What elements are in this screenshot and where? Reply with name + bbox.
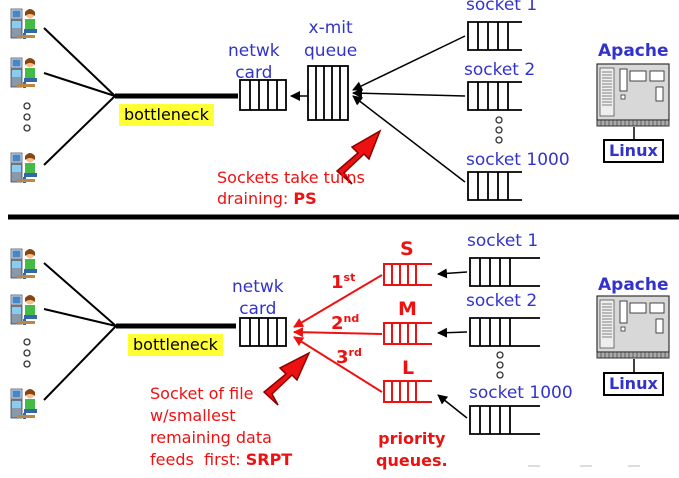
srpt-caption: Socket of file w/smallest remaining data… [150, 383, 292, 471]
priority-queue-m-icon [383, 322, 432, 345]
server-tower-icon [596, 63, 670, 127]
caption-text: feeds first: [150, 450, 246, 469]
bottleneck-label: bottleneck [119, 104, 214, 126]
user-links [43, 262, 117, 401]
xmit-label-line: x-mit [308, 18, 353, 38]
xmit-queue-label: x-mit queue [304, 17, 357, 63]
caption-text: draining: [217, 189, 294, 208]
socket-label: socket 1 [467, 231, 539, 251]
caption-line: draining: PS [217, 188, 365, 209]
order-label-1st: 1st [331, 272, 355, 292]
socket-queue-icon [469, 317, 540, 347]
arrow [352, 35, 466, 91]
linux-label: Linux [603, 372, 664, 396]
drain-arrow-icon [335, 129, 382, 185]
bottom-panel [10, 248, 670, 467]
linux-label: Linux [603, 139, 664, 163]
policy-name: PS [293, 189, 317, 208]
apache-label: Apache [598, 275, 669, 295]
card-label-line: card [235, 63, 273, 83]
vertical-ellipsis-icon [496, 351, 504, 379]
netwk-card-label: netwk card [232, 276, 284, 320]
socket-label: socket 2 [466, 291, 538, 311]
caption-line: feeds first: SRPT [150, 449, 292, 471]
apache-label: Apache [598, 41, 669, 61]
netwk-card-label: netwk card [228, 40, 280, 84]
queue-label-line: queue [304, 41, 358, 61]
feed-arrow-icon [262, 351, 311, 406]
caption-line: remaining data [150, 428, 272, 447]
caption-line: Socket of file [150, 384, 254, 403]
queue-letter-m: M [398, 298, 417, 320]
priority-label-line: queues. [376, 451, 448, 470]
netwk-label-line: netwk [232, 277, 284, 297]
user-computer-icon [10, 248, 38, 280]
order-number: 1 [331, 272, 344, 293]
socket-queue-icon [467, 171, 522, 201]
priority-arrow [293, 336, 383, 393]
order-suffix: st [343, 271, 356, 284]
socket-label: socket 1 [466, 0, 538, 15]
arrow [437, 268, 468, 279]
netwk-label-line: netwk [228, 41, 280, 61]
socket-label: socket 2 [464, 60, 536, 80]
policy-name: SRPT [245, 450, 293, 469]
vertical-ellipsis-icon [23, 102, 31, 132]
caption-line: w/smallest [150, 406, 236, 425]
top-panel [10, 8, 670, 201]
vertical-ellipsis-icon [23, 338, 31, 368]
priority-queue-s-icon [383, 263, 432, 286]
priority-arrow [293, 274, 383, 328]
user-computer-icon [10, 388, 38, 420]
card-label-line: card [239, 299, 277, 319]
socket-queue-icon [467, 21, 522, 51]
socket-label: socket 1000 [466, 150, 570, 170]
order-suffix: rd [348, 346, 362, 359]
user-computer-icon [10, 8, 38, 40]
queue-letter-l: L [402, 357, 415, 379]
netwk-card-queue-icon [239, 79, 287, 111]
ps-caption: Sockets take turns draining: PS [217, 167, 365, 209]
socket-queue-icon [467, 81, 522, 111]
user-computer-icon [10, 152, 38, 184]
socket-queue-icon [469, 257, 540, 287]
user-links [43, 27, 116, 166]
server-tower-icon [596, 295, 670, 359]
vertical-ellipsis-icon [495, 116, 503, 144]
caption-line: Sockets take turns [217, 168, 365, 187]
order-number: 3 [336, 347, 349, 368]
netwk-card-queue-icon [239, 317, 287, 347]
arrow [437, 394, 468, 419]
priority-queue-l-icon [383, 380, 432, 403]
priority-arrow [293, 327, 383, 338]
priority-queues-label: priority queues. [376, 428, 448, 472]
socket-label: socket 1000 [469, 383, 573, 403]
order-number: 2 [331, 313, 344, 334]
arrow [437, 327, 468, 338]
user-computer-icon [10, 57, 38, 89]
queue-letter-s: S [400, 238, 414, 260]
order-label-3rd: 3rd [336, 347, 362, 367]
order-label-2nd: 2nd [331, 313, 359, 333]
arrow [352, 88, 466, 99]
socket-queue-icon [469, 405, 540, 435]
order-suffix: nd [343, 312, 360, 325]
xmit-queue-icon [307, 65, 349, 121]
arrow [352, 95, 466, 183]
bottleneck-label: bottleneck [128, 334, 223, 356]
user-computer-icon [10, 294, 38, 326]
priority-label-line: priority [378, 429, 446, 448]
